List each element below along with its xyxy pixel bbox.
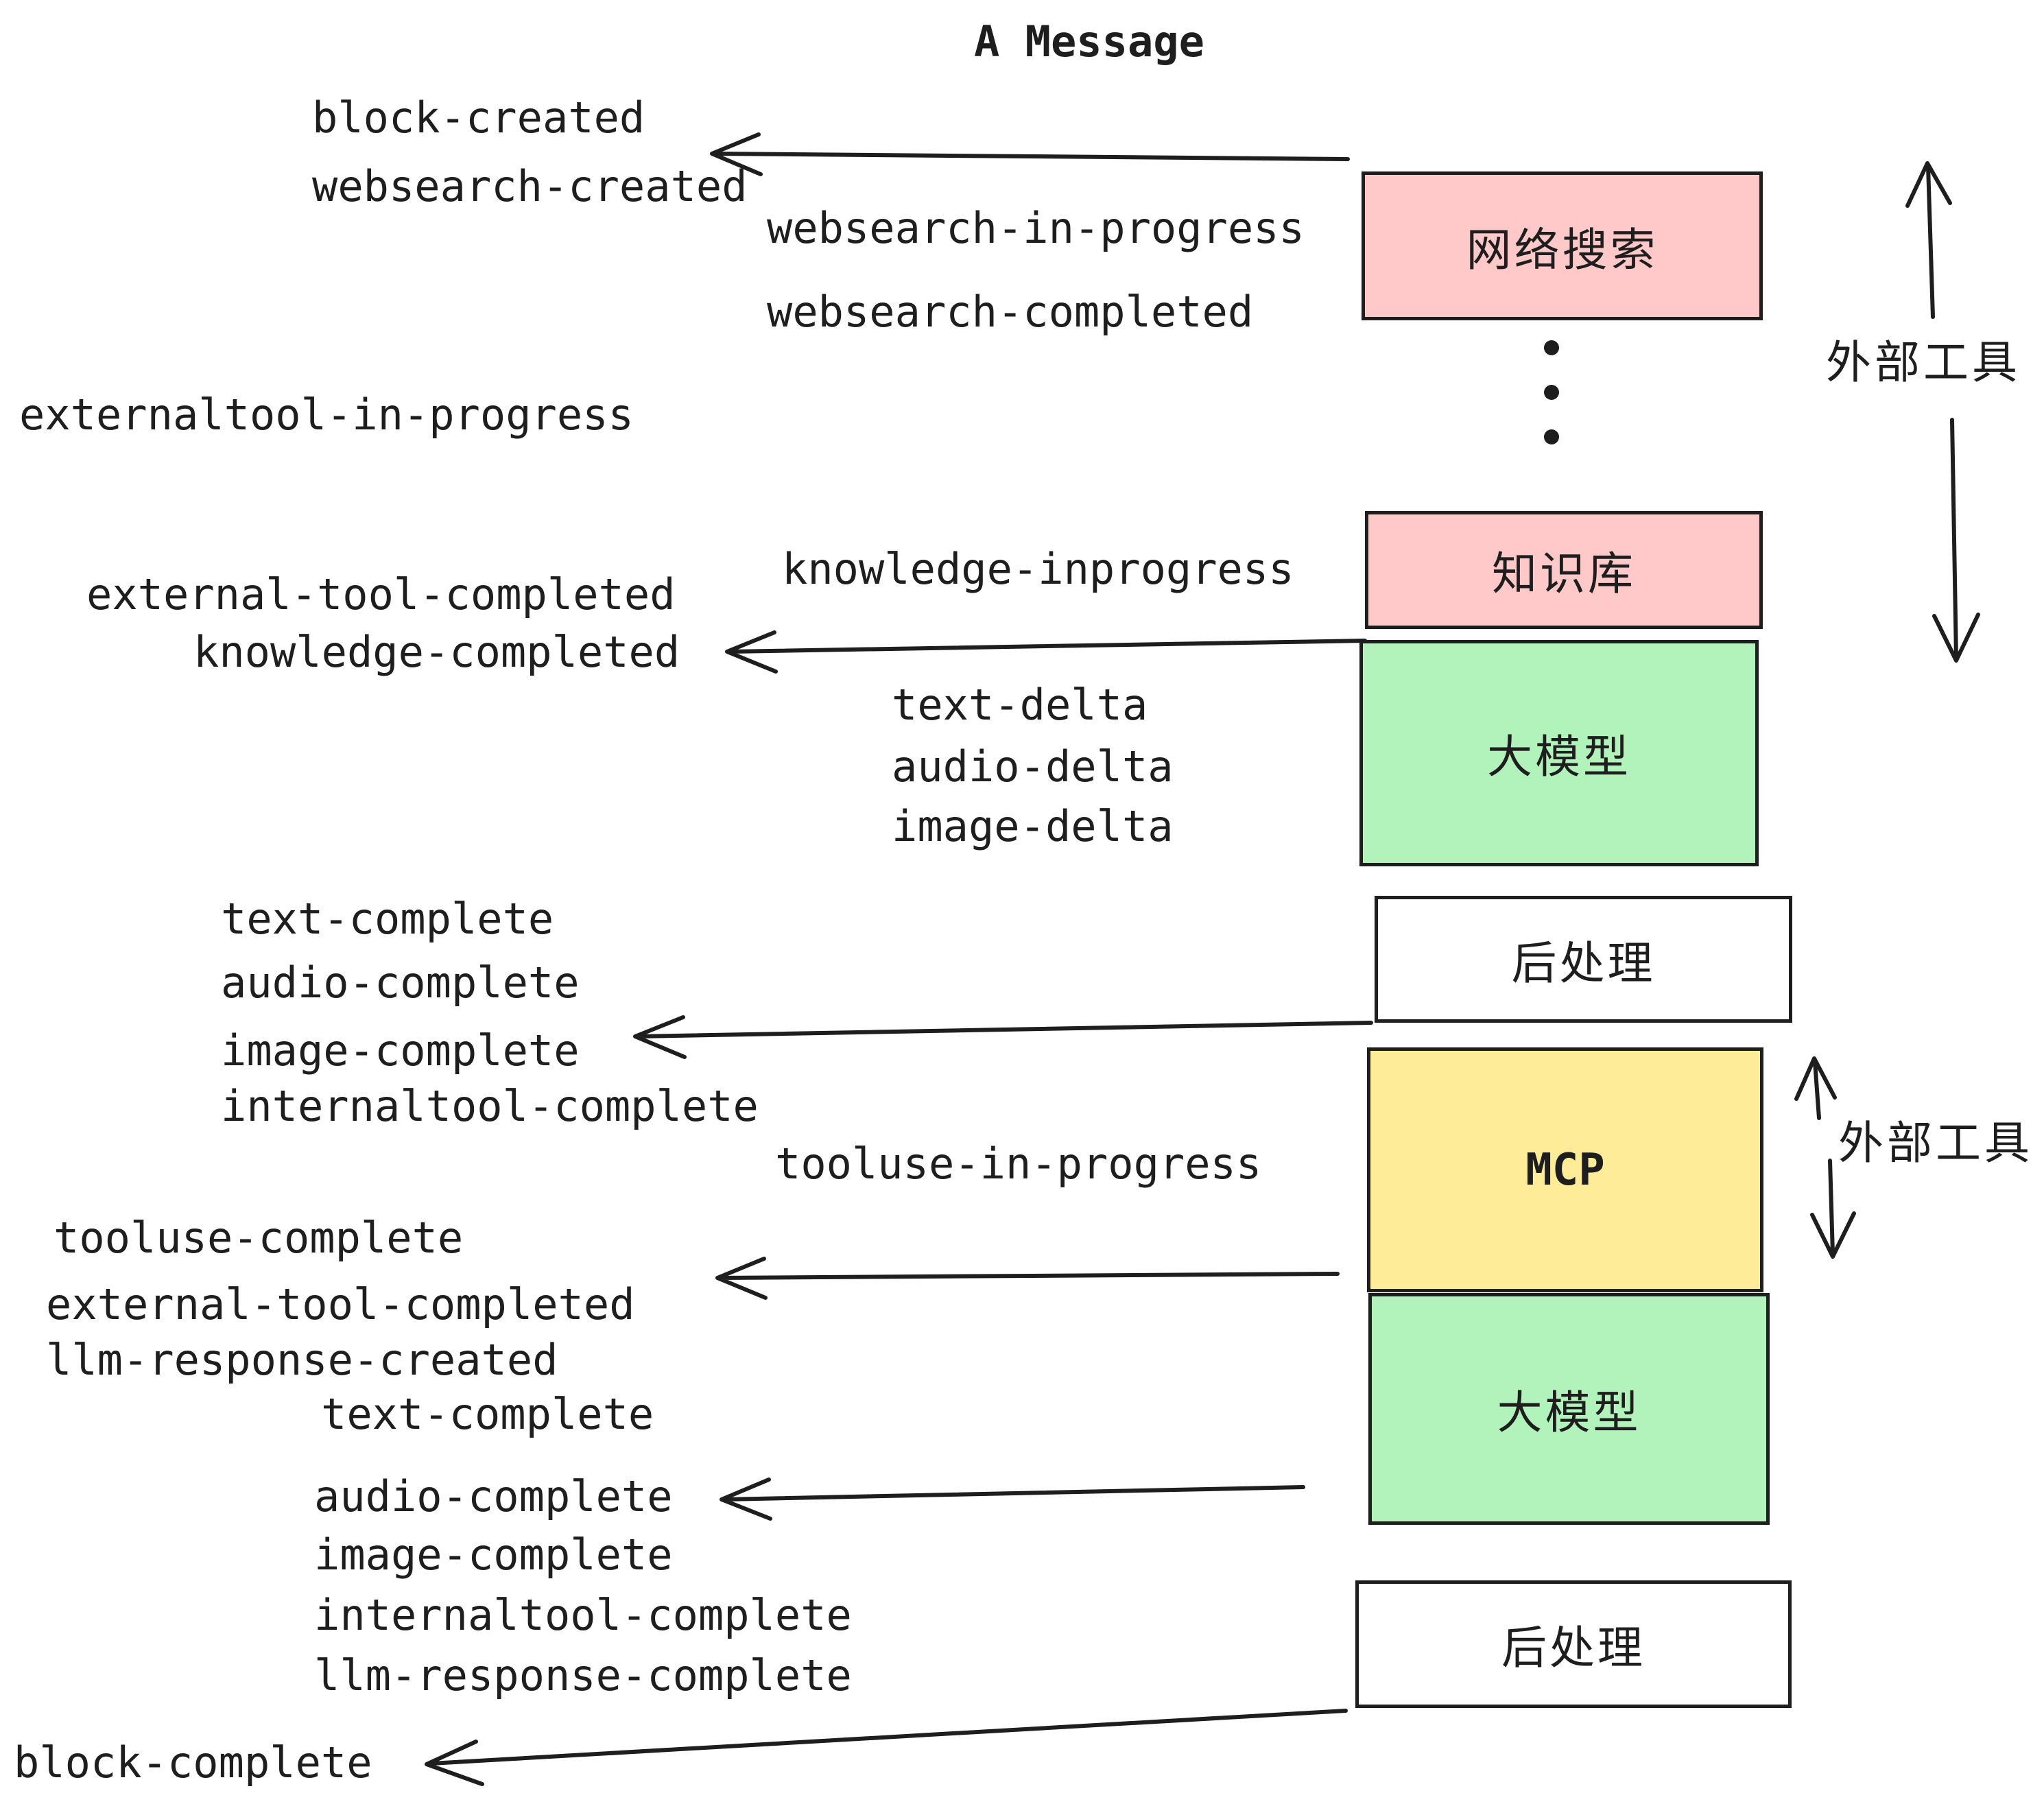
- box-llm-2-label: 大模型: [1497, 1386, 1641, 1439]
- event-label-audio-complete: audio-complete: [221, 958, 580, 1008]
- event-label-knowledge-completed: knowledge-completed: [193, 627, 680, 677]
- arrow-to-tooluse-complete: [715, 1257, 1340, 1300]
- box-post-process-1-label: 后处理: [1511, 936, 1656, 990]
- box-post-process-2-label: 后处理: [1501, 1622, 1645, 1674]
- event-label-llm-response-complete: llm-response-complete: [314, 1650, 852, 1700]
- arrow-to-block-complete: [425, 1709, 1348, 1786]
- vertical-ellipsis-dot: [1544, 385, 1559, 400]
- event-label-external-tool-completed-2: external-tool-completed: [46, 1279, 635, 1329]
- box-llm-1: 大模型: [1359, 640, 1759, 866]
- event-label-knowledge-inprogress: knowledge-inprogress: [782, 544, 1294, 594]
- event-label-image-delta: image-delta: [892, 801, 1174, 851]
- box-knowledge-base: 知识库: [1365, 511, 1763, 629]
- event-label-externaltool-in-progress: externaltool-in-progress: [19, 390, 634, 440]
- event-label-internaltool-complete: internaltool-complete: [221, 1081, 759, 1131]
- event-label-block-created: block-created: [312, 93, 645, 143]
- event-label-audio-delta: audio-delta: [892, 741, 1174, 792]
- external-tools-arrow-up-top: [1905, 161, 1952, 319]
- external-tools-label-bottom: 外部工具: [1838, 1117, 2033, 1170]
- event-label-block-complete: block-complete: [14, 1737, 372, 1788]
- event-label-text-complete-2: text-complete: [321, 1389, 654, 1439]
- arrow-to-block-created: [710, 132, 1350, 176]
- box-knowledge-base-label: 知识库: [1492, 547, 1636, 600]
- event-label-image-complete: image-complete: [221, 1025, 580, 1076]
- vertical-ellipsis-dot: [1544, 340, 1559, 355]
- event-label-tooluse-in-progress: tooluse-in-progress: [775, 1139, 1262, 1189]
- external-tools-arrow-down-top: [1932, 418, 1980, 663]
- box-post-process-2: 后处理: [1355, 1580, 1792, 1708]
- event-label-text-delta: text-delta: [892, 680, 1148, 730]
- box-mcp-label: MCP: [1525, 1144, 1605, 1196]
- event-label-llm-response-created: llm-response-created: [46, 1335, 558, 1385]
- box-post-process-1: 后处理: [1375, 896, 1792, 1023]
- event-label-text-complete: text-complete: [221, 894, 554, 944]
- event-label-websearch-completed: websearch-completed: [767, 287, 1254, 337]
- box-llm-2: 大模型: [1368, 1293, 1770, 1525]
- arrow-to-audio-complete: [720, 1477, 1305, 1521]
- external-tools-arrow-down-bottom: [1810, 1159, 1856, 1259]
- external-tools-arrow-up-bottom: [1794, 1056, 1837, 1120]
- event-label-external-tool-completed: external-tool-completed: [86, 569, 676, 619]
- arrow-to-image-complete: [633, 1015, 1373, 1059]
- external-tools-label-top: 外部工具: [1826, 336, 2021, 389]
- box-web-search-label: 网络搜索: [1466, 223, 1659, 276]
- arrow-to-knowledge-completed: [725, 630, 1367, 674]
- event-label-internaltool-complete-2: internaltool-complete: [314, 1590, 852, 1640]
- vertical-ellipsis-dot: [1544, 429, 1559, 444]
- box-web-search: 网络搜索: [1362, 171, 1763, 320]
- event-label-tooluse-complete: tooluse-complete: [54, 1213, 464, 1263]
- event-label-audio-complete-2: audio-complete: [314, 1471, 673, 1521]
- diagram-title: A Message: [974, 16, 1204, 67]
- event-label-image-complete-2: image-complete: [314, 1530, 673, 1580]
- event-label-websearch-in-progress: websearch-in-progress: [767, 203, 1305, 253]
- box-llm-1-label: 大模型: [1487, 731, 1631, 783]
- box-mcp: MCP: [1367, 1047, 1763, 1292]
- event-label-websearch-created: websearch-created: [312, 161, 748, 211]
